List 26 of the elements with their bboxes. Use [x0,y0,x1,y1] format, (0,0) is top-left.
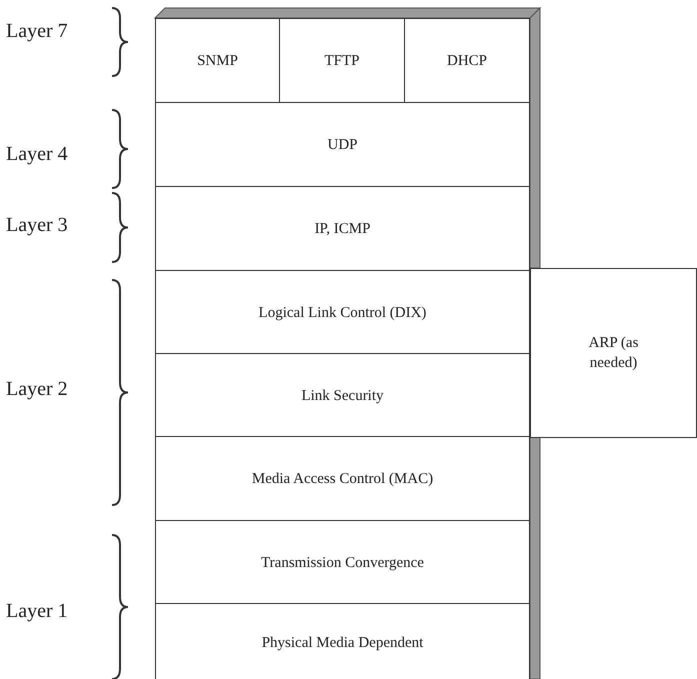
protocol-box [155,353,530,438]
protocol-name: UDP [327,136,358,155]
protocol-box [404,18,530,104]
protocol-box [155,603,530,679]
protocol-name: IP, ICMP [314,220,370,239]
protocol-box [155,102,530,188]
protocol-name: Logical Link Control (DIX) [258,304,426,322]
protocol-name: Transmission Convergence [261,554,424,572]
protocol-name: Link Security [301,386,384,406]
protocol-name: Physical Media Dependent [262,634,424,653]
protocol-box [530,268,697,438]
layer-label: Layer 3 [6,214,68,237]
protocol-name: TFTP [324,52,360,71]
protocol-box [155,186,530,272]
layer-label: Layer 4 [6,143,68,166]
protocol-box [155,18,280,104]
protocol-box [155,520,530,605]
layer-label: Layer 1 [6,600,68,623]
protocol-box [155,436,530,522]
protocol-box [155,270,530,355]
layer-label: Layer 2 [6,378,68,401]
protocol-name: Media Access Control (MAC) [252,470,434,489]
protocol-name: ARP (as needed) [588,334,640,373]
protocol-name: SNMP [197,52,238,71]
layer-label: Layer 7 [6,20,68,43]
protocol-name: DHCP [446,52,487,71]
